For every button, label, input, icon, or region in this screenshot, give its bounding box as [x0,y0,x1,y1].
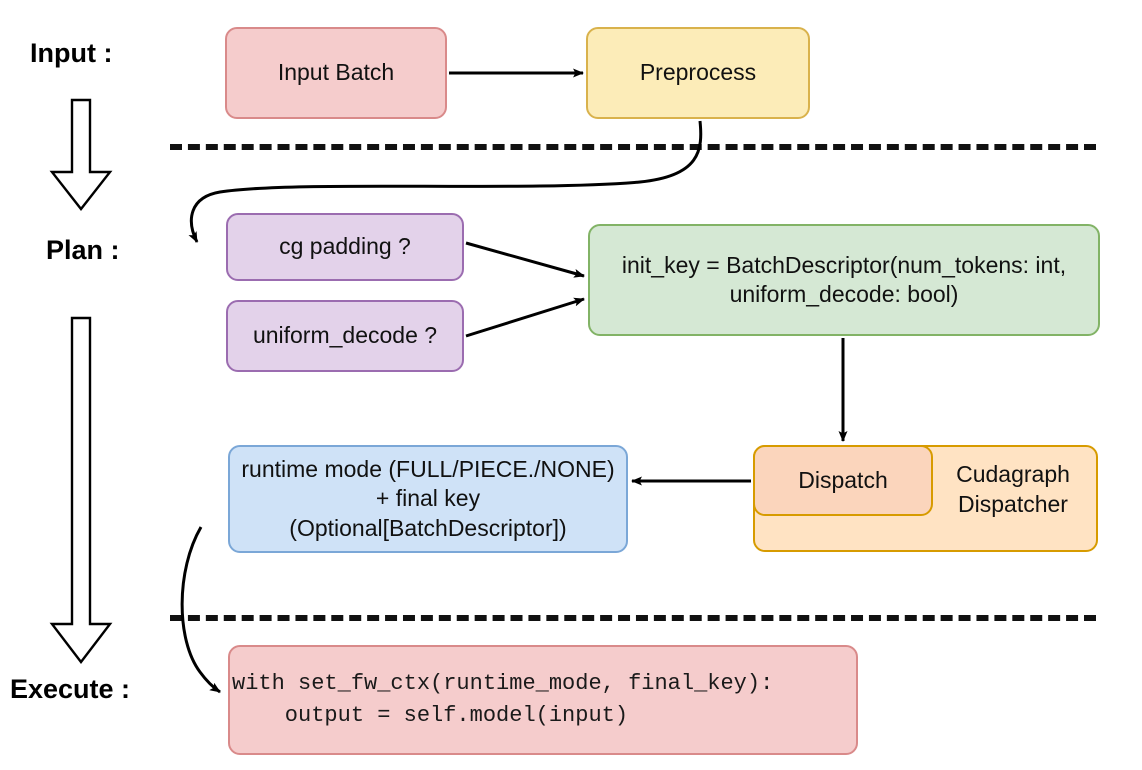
stage-label-execute: Execute : [10,674,131,704]
node-dispatch-label: Dispatch [798,466,888,493]
node-cg-padding-label: cg padding ? [279,233,411,260]
input-plan-separator [170,144,1096,150]
node-preprocess-label: Preprocess [639,59,757,86]
node-execute-code[interactable]: with set_fw_ctx(runtime_mode, final_key)… [228,645,858,755]
plan-execute-separator [170,615,1096,621]
execute-code-line-1: with set_fw_ctx(runtime_mode, final_key)… [232,671,774,697]
node-uniform-decode[interactable]: uniform_decode ? [226,300,464,372]
node-runtime-mode-label: runtime mode (FULL/PIECE./NONE) + final … [241,455,615,541]
edge-cg-padding-to-init-key [465,241,585,278]
input-to-plan-flow-arrow [49,98,113,211]
node-init-key[interactable]: init_key = BatchDescriptor(num_tokens: i… [588,224,1100,336]
node-preprocess[interactable]: Preprocess [586,27,810,119]
stage-label-input: Input : [30,38,113,68]
node-input-batch[interactable]: Input Batch [225,27,447,119]
node-init-key-label: init_key = BatchDescriptor(num_tokens: i… [621,251,1067,307]
node-runtime-mode[interactable]: runtime mode (FULL/PIECE./NONE) + final … [228,445,628,553]
node-input-batch-label: Input Batch [277,59,395,86]
node-cg-padding[interactable]: cg padding ? [226,213,464,281]
plan-to-execute-flow-arrow [49,316,113,664]
edge-runtime-mode-to-execute-code [180,526,221,694]
stage-label-plan: Plan : [46,235,120,265]
node-uniform-decode-label: uniform_decode ? [252,322,438,349]
execute-code-line-2: output = self.model(input) [232,703,629,728]
node-cudagraph-dispatcher-label: Cudagraph Dispatcher [956,461,1070,517]
edge-uniform-decode-to-init-key [465,297,585,338]
node-dispatch[interactable]: Dispatch [753,445,933,516]
